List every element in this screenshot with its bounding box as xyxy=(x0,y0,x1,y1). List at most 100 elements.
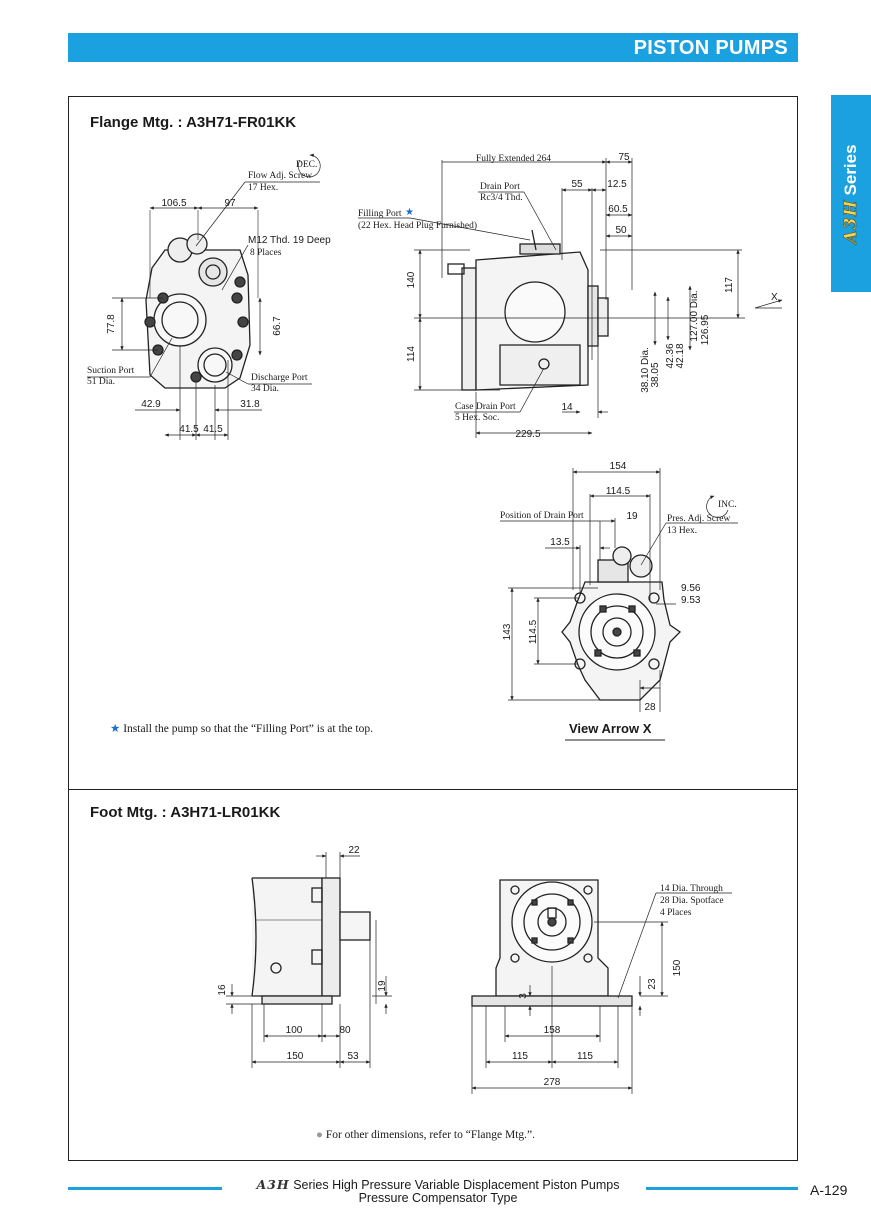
label-fully-extended-264: Fully Extended 264 xyxy=(476,154,551,164)
label-filling-port: Filling Port xyxy=(358,209,402,219)
foot-mounting-panel xyxy=(68,789,798,1161)
footer-line-right xyxy=(646,1187,798,1190)
dim-9-56: 9.56 xyxy=(681,583,701,594)
flange-front-dims xyxy=(87,153,321,440)
label-4-places: 4 Places xyxy=(660,908,692,918)
view-arrow-x-dims xyxy=(500,468,738,741)
foot-side-dims xyxy=(226,852,392,1068)
label-8-places: 8 Places xyxy=(250,248,282,258)
filling-port-note-text: Install the pump so that the “Filling Po… xyxy=(123,723,373,735)
dim-9-53: 9.53 xyxy=(681,595,701,606)
dim-114-5-vertical: 114.5 xyxy=(528,619,539,644)
view-arrow-x-label: View Arrow X xyxy=(569,721,652,736)
dim-115-left: 115 xyxy=(512,1051,528,1062)
dim-42-18: 42.18 xyxy=(675,343,686,368)
flange-side-dims xyxy=(358,158,783,438)
page-title: PISTON PUMPS xyxy=(633,37,788,59)
label-dia-38-05: 38.05 xyxy=(650,362,661,387)
dim-19-foot: 19 xyxy=(377,980,388,992)
label-14-dia-through: 14 Dia. Through xyxy=(660,884,723,894)
dim-100: 100 xyxy=(286,1025,303,1036)
star-icon: ★ xyxy=(405,207,414,218)
label-dec: DEC. xyxy=(296,160,317,170)
footer-line2: Pressure Compensator Type xyxy=(358,1191,518,1205)
filling-port-note: ★ Install the pump so that the “Filling … xyxy=(110,721,373,735)
dim-278: 278 xyxy=(544,1077,561,1088)
star-icon: ★ xyxy=(110,723,121,735)
label-m12-thread: M12 Thd. 19 Deep xyxy=(248,235,331,246)
label-case-drain-soc: 5 Hex. Soc. xyxy=(455,413,499,423)
dim-60-5: 60.5 xyxy=(608,204,628,215)
label-discharge-dia: 34 Dia. xyxy=(251,384,279,394)
dim-66-7: 66.7 xyxy=(272,316,283,336)
label-dia-127-00: 127.00 Dia. xyxy=(689,290,700,341)
label-flow-adj-screw: Flow Adj. Screw xyxy=(248,171,312,181)
label-suction-dia: 51 Dia. xyxy=(87,377,115,387)
dim-23: 23 xyxy=(647,978,658,990)
foot-note-text: For other dimensions, refer to “Flange M… xyxy=(325,1129,536,1141)
flange-front-view xyxy=(144,210,259,389)
label-case-drain-port: Case Drain Port xyxy=(455,402,516,412)
dim-158: 158 xyxy=(544,1025,561,1036)
label-dia-38-10: 38.10 Dia. xyxy=(640,347,651,393)
dim-41-5-right: 41.5 xyxy=(203,424,223,435)
label-discharge-port: Discharge Port xyxy=(251,373,308,383)
foot-section-title: Foot Mtg. : A3H71-LR01KK xyxy=(90,804,281,821)
dim-14: 14 xyxy=(561,402,573,413)
dim-143: 143 xyxy=(502,623,513,640)
dim-77-8: 77.8 xyxy=(106,314,117,334)
label-pres-hex: 13 Hex. xyxy=(667,526,697,536)
label-filling-note: (22 Hex. Head Plug Furnished) xyxy=(358,220,477,231)
dim-229-5: 229.5 xyxy=(515,429,540,440)
footer-brand-logo: A3H xyxy=(256,1177,290,1192)
dim-22: 22 xyxy=(348,845,360,856)
flange-side-view xyxy=(447,229,609,391)
dim-53: 53 xyxy=(347,1051,359,1062)
dim-114: 114 xyxy=(406,346,417,362)
label-pres-adj-screw: Pres. Adj. Screw xyxy=(667,514,730,524)
footer-line-left xyxy=(68,1187,222,1190)
label-dia-126-95: 126.95 xyxy=(700,314,711,345)
dim-114-5-horizontal: 114.5 xyxy=(606,486,631,497)
dim-154: 154 xyxy=(610,461,627,472)
dim-117: 117 xyxy=(724,277,735,293)
dim-12-5: 12.5 xyxy=(607,179,627,190)
dim-3: 3 xyxy=(518,993,529,999)
dim-42-9: 42.9 xyxy=(141,399,161,410)
dim-115-right: 115 xyxy=(577,1051,593,1062)
label-inc: INC. xyxy=(718,500,737,510)
series-side-tab: A3HSeries xyxy=(831,95,871,292)
label-position-of-drain-port: Position of Drain Port xyxy=(500,510,584,521)
dim-97: 97 xyxy=(224,198,236,209)
dim-140: 140 xyxy=(406,271,417,288)
dim-13-5: 13.5 xyxy=(550,537,570,548)
dim-75: 75 xyxy=(618,152,630,163)
label-suction-port: Suction Port xyxy=(87,366,135,376)
foot-front-dims xyxy=(471,892,732,1094)
flange-section-title: Flange Mtg. : A3H71-FR01KK xyxy=(90,114,297,131)
dim-28: 28 xyxy=(644,702,656,713)
dim-80: 80 xyxy=(339,1025,351,1036)
foot-side-view xyxy=(251,877,371,1005)
dim-50: 50 xyxy=(615,225,627,236)
page-number: A-129 xyxy=(810,1182,848,1198)
dim-42-36: 42.36 xyxy=(665,343,676,368)
foot-note: ● For other dimensions, refer to “Flange… xyxy=(316,1129,535,1141)
dim-19: 19 xyxy=(626,511,638,522)
label-drain-thread: Rc3/4 Thd. xyxy=(480,193,523,203)
label-28-dia-spotface: 28 Dia. Spotface xyxy=(660,895,724,906)
dim-106-5: 106.5 xyxy=(161,198,186,209)
dim-41-5-left: 41.5 xyxy=(179,424,199,435)
footer-line1: Series High Pressure Variable Displaceme… xyxy=(293,1178,620,1192)
label-drain-port: Drain Port xyxy=(480,182,520,192)
dim-16: 16 xyxy=(217,984,228,996)
label-view-x: X xyxy=(771,292,778,303)
label-flow-hex: 17 Hex. xyxy=(248,183,278,193)
footer-title: A3H Series High Pressure Variable Displa… xyxy=(228,1178,648,1205)
header-bar: PISTON PUMPS xyxy=(68,33,798,62)
dim-150-vertical: 150 xyxy=(672,959,683,976)
dim-150-horizontal: 150 xyxy=(287,1051,304,1062)
dim-55: 55 xyxy=(571,179,583,190)
bullet-icon: ● xyxy=(316,1129,323,1141)
